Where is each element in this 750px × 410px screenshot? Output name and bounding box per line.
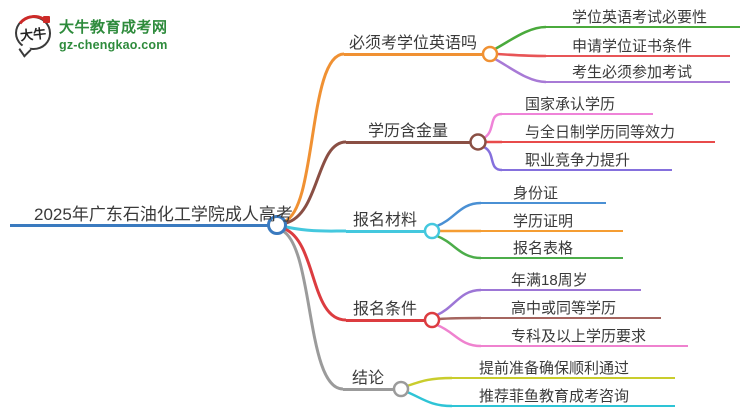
logo-seal-icon	[43, 16, 50, 23]
child-node-highschool-equivalent: 高中或同等学历	[480, 297, 661, 319]
root-node: 2025年广东石油化工学院成人高考	[10, 199, 293, 227]
logo-site-name: 大牛教育成考网	[59, 19, 168, 36]
child-curve-2-2	[436, 234, 482, 260]
child-node-age-18: 年满18周岁	[480, 269, 641, 291]
branch-node-conditions: 报名条件	[346, 298, 424, 322]
branch-node-materials: 报名材料	[346, 209, 424, 233]
child-curve-3-1	[438, 316, 482, 321]
child-node-college-requirement: 专科及以上学历要求	[480, 325, 688, 347]
child-curve-1-2	[483, 145, 503, 172]
branch-curve-conditions	[284, 227, 347, 322]
child-curve-0-1	[496, 52, 547, 58]
child-curve-4-1	[406, 390, 453, 408]
child-curve-4-0	[406, 376, 453, 388]
child-curve-0-2	[494, 57, 547, 84]
branch-curve-conclusion	[282, 229, 344, 391]
logo-text-block: 大牛教育成考网 gz-chengkao.com	[59, 16, 168, 52]
child-node-state-recognized: 国家承认学历	[500, 93, 653, 115]
child-curve-3-0	[436, 288, 482, 317]
child-curve-1-0	[483, 112, 503, 140]
logo-site-url: gz-chengkao.com	[59, 38, 168, 52]
branch-node-value: 学历含金量	[346, 120, 470, 144]
child-node-career-competitiveness: 职业竞争力提升	[500, 149, 672, 171]
branch-curve-materials	[285, 225, 347, 233]
branch-toggle-value	[469, 133, 487, 151]
branch-node-english: 必须考学位英语吗	[344, 32, 482, 56]
branch-toggle-conclusion	[392, 380, 410, 398]
child-node-recommend-consulting: 推荐菲鱼教育成考咨询	[452, 385, 675, 407]
child-node-id-card: 身份证	[480, 182, 606, 204]
branch-toggle-conditions	[423, 311, 441, 329]
branch-node-conclusion: 结论	[343, 368, 393, 391]
site-logo: 大牛 大牛教育成考网 gz-chengkao.com	[12, 12, 168, 58]
root-toggle-circle	[267, 215, 287, 235]
branch-toggle-english	[481, 45, 499, 63]
child-node-must-attend: 考生必须参加考试	[545, 61, 730, 83]
branch-curve-english	[284, 52, 345, 223]
logo-bull-icon: 大牛	[12, 12, 56, 58]
branch-toggle-materials	[423, 222, 441, 240]
child-node-education-proof: 学历证明	[480, 210, 623, 232]
child-curve-3-2	[436, 323, 482, 348]
child-curve-0-0	[494, 25, 547, 51]
child-node-registration-form: 报名表格	[480, 237, 623, 259]
logo-icon-text: 大牛	[19, 25, 47, 43]
child-curve-2-0	[436, 201, 482, 228]
child-node-english-necessity: 学位英语考试必要性	[545, 6, 740, 28]
child-node-prepare-early: 提前准备确保顺利通过	[452, 357, 675, 379]
child-node-equal-fulltime: 与全日制学历同等效力	[500, 121, 715, 143]
branch-curve-value	[285, 140, 347, 225]
child-node-degree-certificate: 申请学位证书条件	[545, 35, 730, 57]
